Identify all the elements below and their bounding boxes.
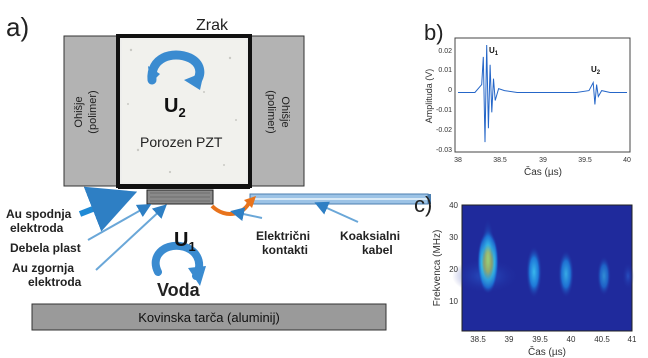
pzt-texture	[122, 40, 246, 182]
bottom-electrode-label-2: elektroda	[10, 221, 64, 235]
hotspot-5	[622, 262, 634, 290]
metal-target-label: Kovinska tarča (aluminij)	[138, 310, 280, 325]
peak2-label: U2	[591, 65, 601, 76]
svg-text:Ohišje: Ohišje	[73, 96, 85, 127]
xtick: 41	[628, 335, 637, 344]
panel-a: a) Zrak Ohišje (polimer) Ohišje (polimer…	[6, 12, 431, 331]
xtick: 39.5	[578, 157, 592, 164]
ytick: 0.02	[438, 48, 452, 55]
ytick: -0.02	[436, 127, 452, 134]
peak1-label: U1	[489, 46, 499, 57]
svg-text:(polimer): (polimer)	[87, 90, 99, 133]
xtick: 38.5	[470, 335, 486, 344]
top-electrode-label-1: Au zgornja	[12, 261, 74, 275]
housing-left	[63, 35, 119, 187]
housing-right-label: Ohišje (polimer)	[265, 90, 291, 133]
ytick: -0.01	[436, 107, 452, 114]
svg-text:(polimer): (polimer)	[265, 90, 277, 133]
svg-text:Ohišje: Ohišje	[279, 96, 291, 127]
u2-label: U2	[164, 95, 186, 120]
contacts-arrow	[230, 207, 263, 221]
ytick: 20	[449, 265, 458, 274]
panel-c-ylabel: Frekvenca (MHz)	[432, 230, 443, 307]
pzt-label: Porozen PZT	[140, 134, 223, 150]
xtick: 39.5	[532, 335, 548, 344]
u2-arrow-head-icon	[184, 72, 204, 90]
panel-c-letter: c)	[414, 192, 432, 217]
contacts-label-1: Električni	[256, 229, 310, 243]
xtick: 40.5	[594, 335, 610, 344]
ytick: 0	[448, 87, 452, 94]
u1-label: U1	[174, 229, 196, 254]
panel-a-letter: a)	[6, 12, 29, 42]
xtick: 40	[567, 335, 576, 344]
signal-plot-frame	[454, 37, 631, 153]
water-label: Voda	[157, 280, 201, 300]
metal-target	[31, 303, 387, 331]
ytick: -0.03	[436, 147, 452, 154]
panel-c: c) 40 30 20 10 38.5 39 39.5 40 40.5 41 F…	[414, 192, 637, 358]
ytick: 10	[449, 297, 458, 306]
spectrogram-hotspots	[452, 218, 634, 298]
xtick: 38.5	[493, 157, 507, 164]
hotspot-4	[597, 256, 611, 296]
xtick: 40	[623, 157, 631, 164]
contacts-label-2: kontakti	[262, 243, 308, 257]
top-electrode-label-2: elektroda	[28, 275, 82, 289]
xtick: 39	[505, 335, 514, 344]
panel-b-ylabel: Amplituda (V)	[424, 69, 434, 124]
housing-right	[249, 35, 305, 187]
air-label: Zrak	[196, 17, 229, 34]
pzt-bottom-edge	[118, 184, 250, 189]
ytick: 0.01	[438, 67, 452, 74]
cable-arrow	[314, 201, 359, 223]
cable-label-2: kabel	[362, 243, 393, 257]
housing-left-label: Ohišje (polimer)	[73, 90, 99, 133]
hotspot-3	[558, 250, 574, 298]
top-electrode-arrow	[95, 204, 167, 271]
ytick: 40	[449, 201, 458, 210]
xtick: 38	[454, 157, 462, 164]
thick-layer-label: Debela plast	[10, 241, 81, 255]
thick-layer-arrow	[87, 204, 152, 241]
hotspot-2	[526, 246, 542, 298]
u1-rotation-icon	[151, 241, 204, 280]
panel-b: b) 0.02 0.01 0 -0.01 -0.02 -0.03 38 38.5…	[424, 20, 631, 178]
bottom-electrode-label-1: Au spodnja	[6, 207, 72, 221]
xtick: 39	[539, 157, 547, 164]
panel-b-xlabel: Čas (µs)	[524, 165, 562, 178]
cable-label-1: Koaksialni	[340, 229, 400, 243]
bottom-electrode-arrow	[78, 186, 138, 232]
ytick: 30	[449, 233, 458, 242]
electrical-contact	[210, 199, 252, 216]
u2-rotation-icon	[147, 50, 205, 87]
panel-c-xlabel: Čas (µs)	[528, 345, 566, 358]
signal-trace	[458, 44, 627, 143]
panel-b-letter: b)	[424, 20, 444, 45]
